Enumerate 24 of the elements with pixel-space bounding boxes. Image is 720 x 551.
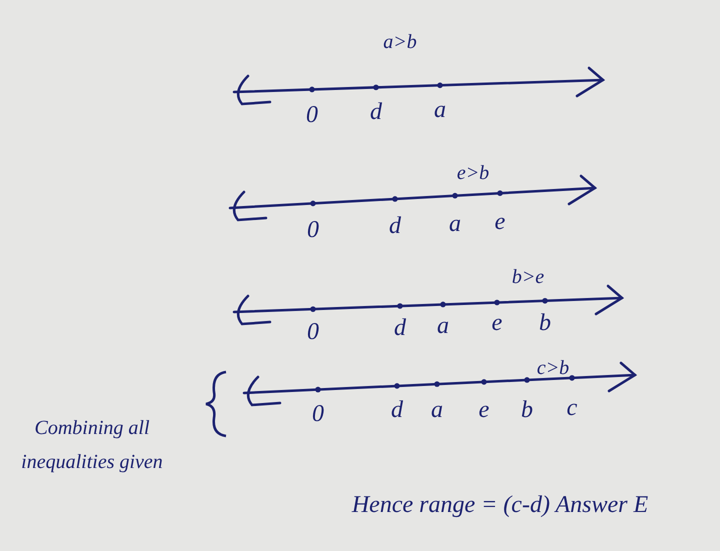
tick-label: d	[391, 398, 403, 422]
tick-label: a	[434, 98, 446, 122]
tick-label: 0	[306, 103, 318, 127]
tick-label: c	[566, 396, 578, 420]
inequality-text: a>b	[383, 32, 417, 52]
tick-label: e	[492, 311, 502, 335]
tick-label: 0	[307, 218, 319, 242]
tick-label: b	[521, 398, 533, 422]
tick-label: e	[478, 398, 490, 422]
tick-label: d	[389, 214, 401, 238]
inequality-text: c>b	[536, 358, 570, 378]
tick-label: d	[394, 316, 406, 340]
tick-label: e	[494, 210, 506, 234]
tick-label: 0	[307, 320, 319, 344]
inequality-text: b>e	[512, 267, 544, 287]
note-text: Combining all inequalities given	[20, 416, 164, 475]
tick-label: a	[449, 212, 461, 236]
tick-label: 0	[312, 402, 324, 426]
tick-label: a	[431, 398, 443, 422]
tick-label: a	[437, 314, 449, 338]
answer-text: Hence range = (c-d) Answer E	[352, 493, 648, 517]
inequality-text: e>b	[456, 163, 490, 183]
tick-label: d	[370, 100, 382, 124]
tick-label: b	[539, 311, 551, 335]
